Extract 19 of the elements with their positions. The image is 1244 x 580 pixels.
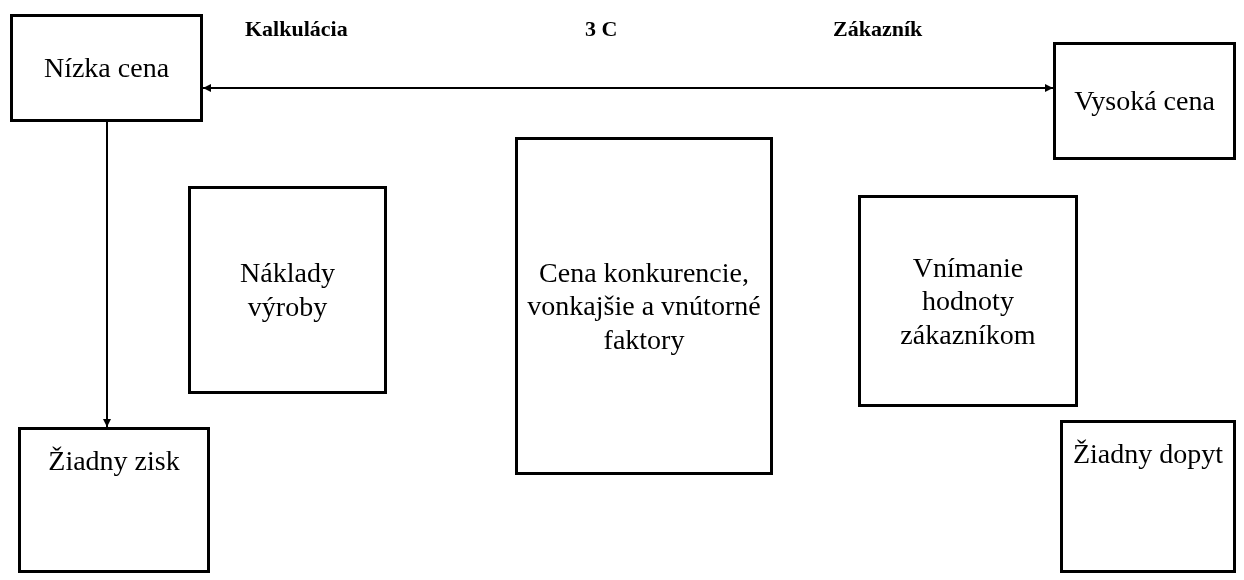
arrow: [202, 84, 1054, 92]
arrow: [103, 121, 111, 428]
text-box: [1053, 42, 1236, 160]
heading-label: Kalkulácia: [245, 16, 348, 42]
text-box: [188, 186, 387, 394]
text-box: [515, 137, 773, 475]
box-text: Žiadny dopyt: [1072, 437, 1224, 471]
text-box: [1060, 420, 1236, 573]
box-text: Vysoká cena: [1074, 84, 1215, 118]
text-box: [10, 14, 203, 122]
text-box: [18, 427, 210, 573]
box-text: Nízka cena: [43, 51, 170, 85]
box-text: Cena konkurencie, vonkajšie a vnútorné faktory: [526, 255, 762, 357]
heading-label: 3 C: [585, 16, 618, 42]
box-text: Žiadny zisk: [48, 444, 180, 478]
heading-label: Zákazník: [833, 16, 923, 42]
text-box: [858, 195, 1078, 407]
box-text: Vnímanie hodnoty zákazníkom: [899, 250, 1037, 352]
box-text: Náklady výroby: [239, 256, 336, 324]
